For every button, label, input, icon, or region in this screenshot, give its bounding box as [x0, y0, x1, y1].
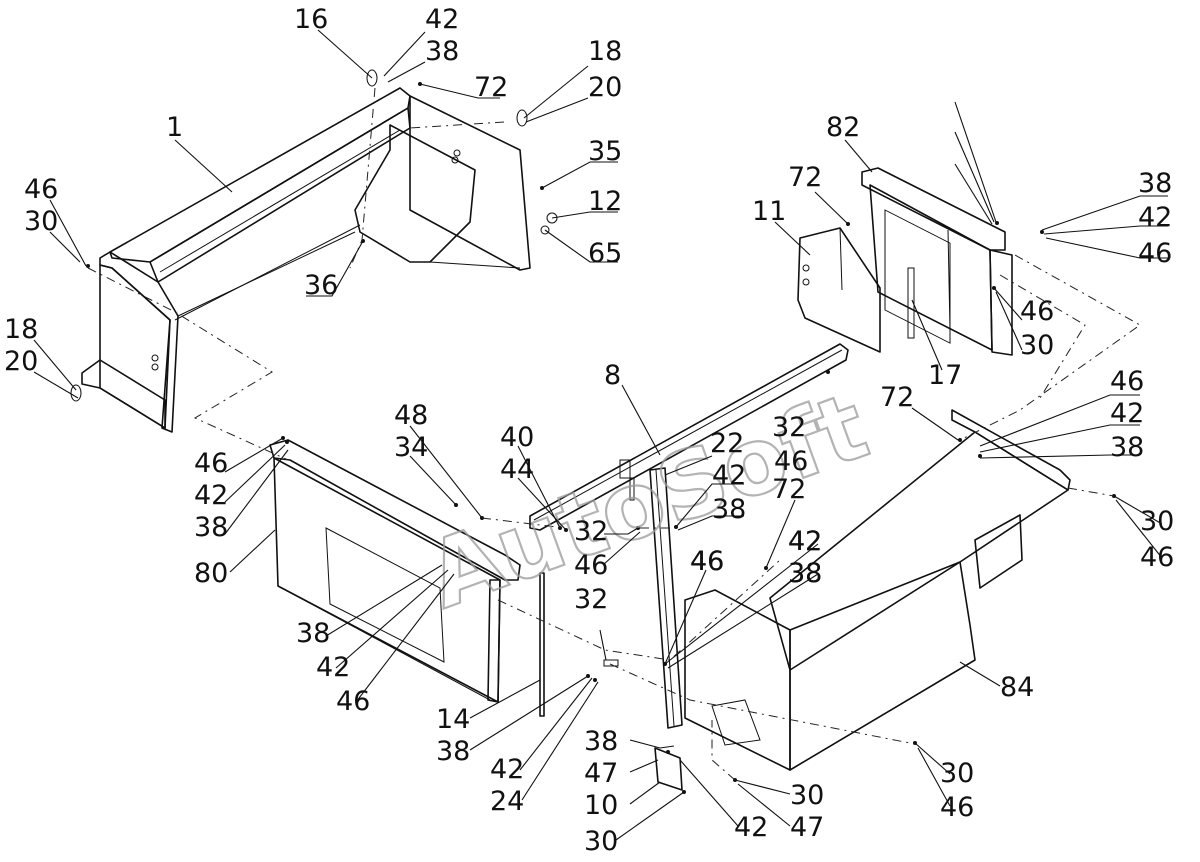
callout-46: 46: [690, 546, 724, 577]
callout-20: 20: [4, 346, 38, 377]
callout-18: 18: [4, 314, 38, 345]
callout-leaders: [33, 29, 1168, 841]
callout-72: 72: [772, 474, 806, 505]
callout-82: 82: [826, 112, 860, 143]
callout-42: 42: [490, 754, 524, 785]
callout-38: 38: [436, 736, 470, 767]
part-11-door-panel: [797, 227, 881, 353]
callout-20: 20: [588, 72, 622, 103]
callout-30: 30: [940, 758, 974, 789]
callout-42: 42: [316, 652, 350, 683]
callout-42: 42: [1110, 398, 1144, 429]
callout-42: 42: [712, 460, 746, 491]
callout-46: 46: [574, 550, 608, 581]
callout-48: 48: [394, 400, 428, 431]
callout-24: 24: [490, 786, 524, 817]
callout-30: 30: [584, 826, 618, 857]
callout-32: 32: [574, 584, 608, 615]
callout-38: 38: [788, 558, 822, 589]
callout-46: 46: [940, 792, 974, 823]
callout-12: 12: [588, 186, 622, 217]
callout-72: 72: [788, 162, 822, 193]
callout-42: 42: [1138, 202, 1172, 233]
callout-46: 46: [690, 546, 724, 577]
callout-38: 38: [584, 726, 618, 757]
fasteners: [70, 69, 1116, 782]
callout-1: 1: [166, 112, 183, 143]
callout-38: 38: [712, 494, 746, 525]
callout-30: 30: [1020, 330, 1054, 361]
callout-36: 36: [304, 270, 338, 301]
part-84-lower-housing: [684, 409, 1071, 771]
callout-8: 8: [604, 360, 621, 391]
callout-34: 34: [394, 432, 428, 463]
part-8-bar: [529, 343, 849, 531]
part-80-window-panel: [269, 439, 521, 703]
callout-46: 46: [194, 448, 228, 479]
part-10-plate: [654, 747, 686, 794]
callout-46: 46: [1020, 296, 1054, 327]
callout-38: 38: [425, 36, 459, 67]
callout-38: 38: [194, 512, 228, 543]
callout-42: 42: [194, 480, 228, 511]
callout-72: 72: [474, 72, 508, 103]
callout-30: 30: [24, 206, 58, 237]
callout-32: 32: [772, 412, 806, 443]
watermark: AutoSoft: [414, 372, 880, 629]
part-1-left-housing: [81, 87, 531, 433]
callout-38: 38: [1138, 168, 1172, 199]
callout-46: 46: [1138, 238, 1172, 269]
callout-84: 84: [1000, 672, 1034, 703]
part-22-vertical-strip: [649, 467, 683, 729]
callout-44: 44: [500, 454, 534, 485]
part-14-strip: [539, 572, 545, 717]
callout-46: 46: [336, 686, 370, 717]
callout-16: 16: [294, 4, 328, 35]
callout-22: 22: [710, 428, 744, 459]
callout-42: 42: [425, 4, 459, 35]
callout-46: 46: [1110, 366, 1144, 397]
callout-17: 17: [928, 360, 962, 391]
callout-72: 72: [880, 382, 914, 413]
callout-42: 42: [788, 526, 822, 557]
callout-80: 80: [194, 558, 228, 589]
callout-30: 30: [790, 780, 824, 811]
callout-40: 40: [500, 422, 534, 453]
callout-18: 18: [588, 36, 622, 67]
callout-38: 38: [1110, 432, 1144, 463]
callout-10: 10: [584, 790, 618, 821]
callout-35: 35: [588, 136, 622, 167]
callout-42: 42: [788, 526, 822, 557]
callout-42: 42: [734, 812, 768, 843]
callout-46: 46: [24, 174, 58, 205]
callout-46: 46: [1140, 542, 1174, 573]
callout-14: 14: [436, 704, 470, 735]
callout-47: 47: [790, 812, 824, 843]
callout-30: 30: [1140, 506, 1174, 537]
assembly-paths: [87, 87, 1141, 781]
callout-38: 38: [296, 618, 330, 649]
part-17-strip: [907, 267, 915, 339]
callout-46: 46: [774, 446, 808, 477]
callout-11: 11: [752, 196, 786, 227]
part-82-door-frame: [861, 167, 1013, 356]
callout-65: 65: [588, 238, 622, 269]
callout-47: 47: [584, 758, 618, 789]
callout-labels: 16 42 38 72 18 20 35 12 65 36 1 46 30 18…: [4, 4, 1174, 857]
callout-38: 38: [788, 558, 822, 589]
callout-32: 32: [574, 516, 608, 547]
